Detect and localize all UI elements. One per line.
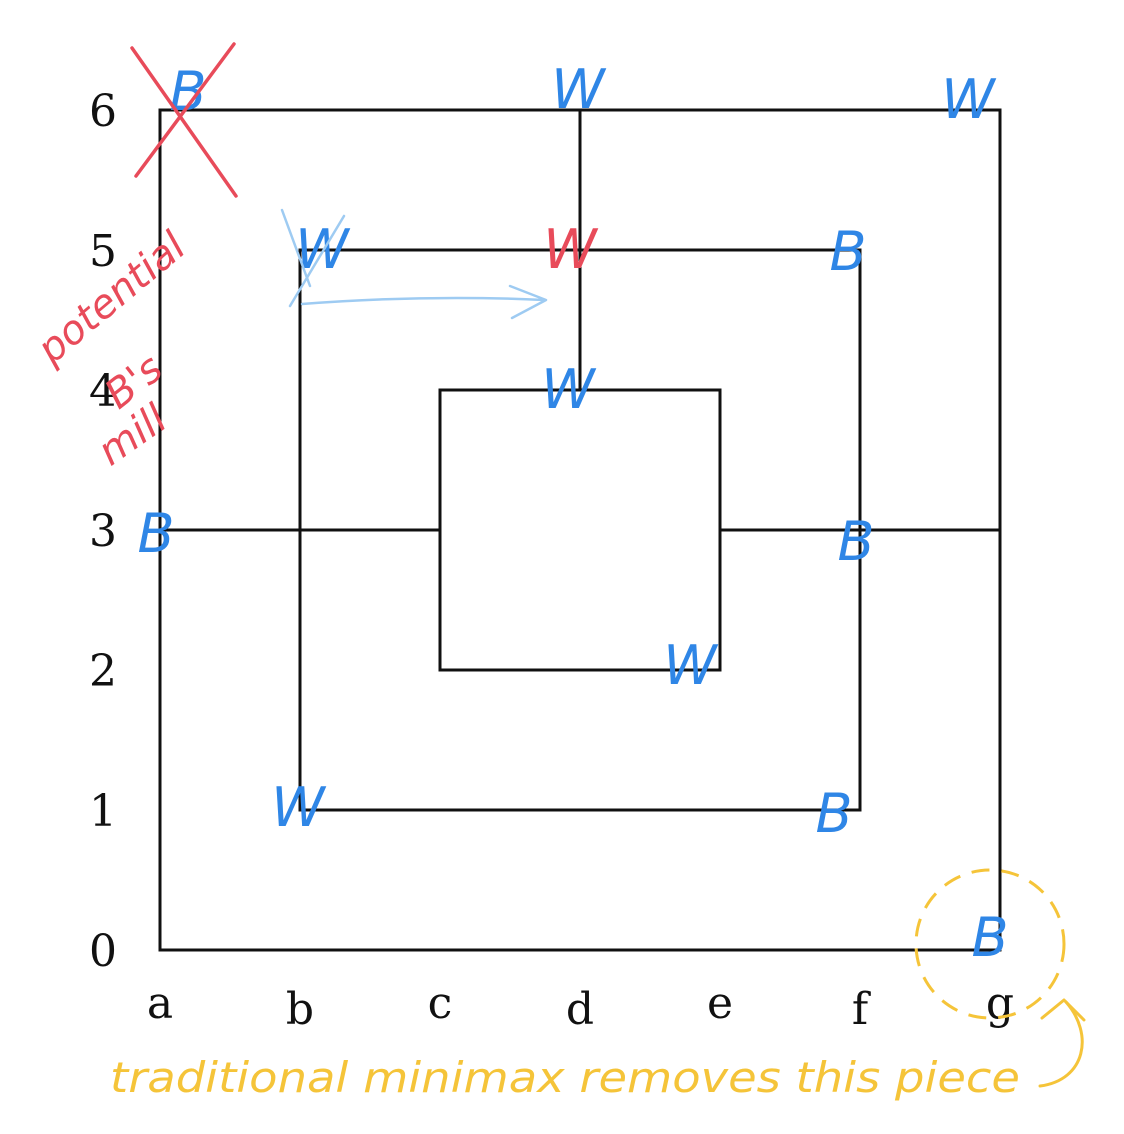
dashed-circle	[914, 868, 1066, 1020]
col-label-b: b	[286, 984, 314, 1035]
column-labels: a b c d e f g	[147, 978, 1014, 1035]
piece-f5: B	[829, 220, 866, 283]
row-label-2: 2	[89, 646, 117, 697]
col-label-d: d	[566, 984, 594, 1035]
piece-b1: W	[271, 776, 327, 839]
row-labels: 6 5 4 3 2 1 0	[89, 86, 117, 977]
move-arrow	[300, 284, 548, 320]
curved-arrow-shaft	[1038, 1000, 1084, 1088]
row-label-4: 4	[89, 366, 117, 417]
row-label-3: 3	[89, 506, 117, 557]
row-label-1: 1	[89, 786, 117, 837]
col-label-f: f	[852, 984, 871, 1035]
col-label-e: e	[707, 978, 733, 1029]
piece-d6: W	[551, 58, 607, 121]
piece-d4: W	[541, 358, 597, 421]
piece-f1: B	[815, 782, 852, 845]
row-label-5: 5	[89, 226, 117, 277]
row-label-0: 0	[89, 926, 117, 977]
piece-a6: B	[169, 60, 206, 123]
piece-e2: W	[663, 634, 719, 697]
cross-marks	[130, 42, 346, 308]
col-label-a: a	[147, 978, 173, 1029]
pieces: B W W W W B W B B W W B B	[137, 58, 1008, 969]
curved-arrow-head	[1040, 998, 1086, 1022]
light-blue-cross-mark	[280, 208, 346, 308]
piece-d5: W	[543, 218, 599, 281]
removal-highlight: traditional minimax removes this piece	[110, 868, 1086, 1102]
piece-g0: B	[971, 906, 1008, 969]
col-label-c: c	[428, 978, 453, 1029]
piece-g6: W	[941, 68, 997, 131]
col-label-g: g	[986, 978, 1014, 1029]
row-label-6: 6	[89, 86, 117, 137]
inner-square	[438, 388, 722, 672]
board-lines	[158, 108, 1002, 952]
red-cross-mark	[130, 42, 238, 198]
minimax-note: traditional minimax removes this piece	[110, 1053, 1020, 1102]
piece-f3: B	[837, 510, 874, 573]
piece-a3: B	[137, 502, 174, 565]
